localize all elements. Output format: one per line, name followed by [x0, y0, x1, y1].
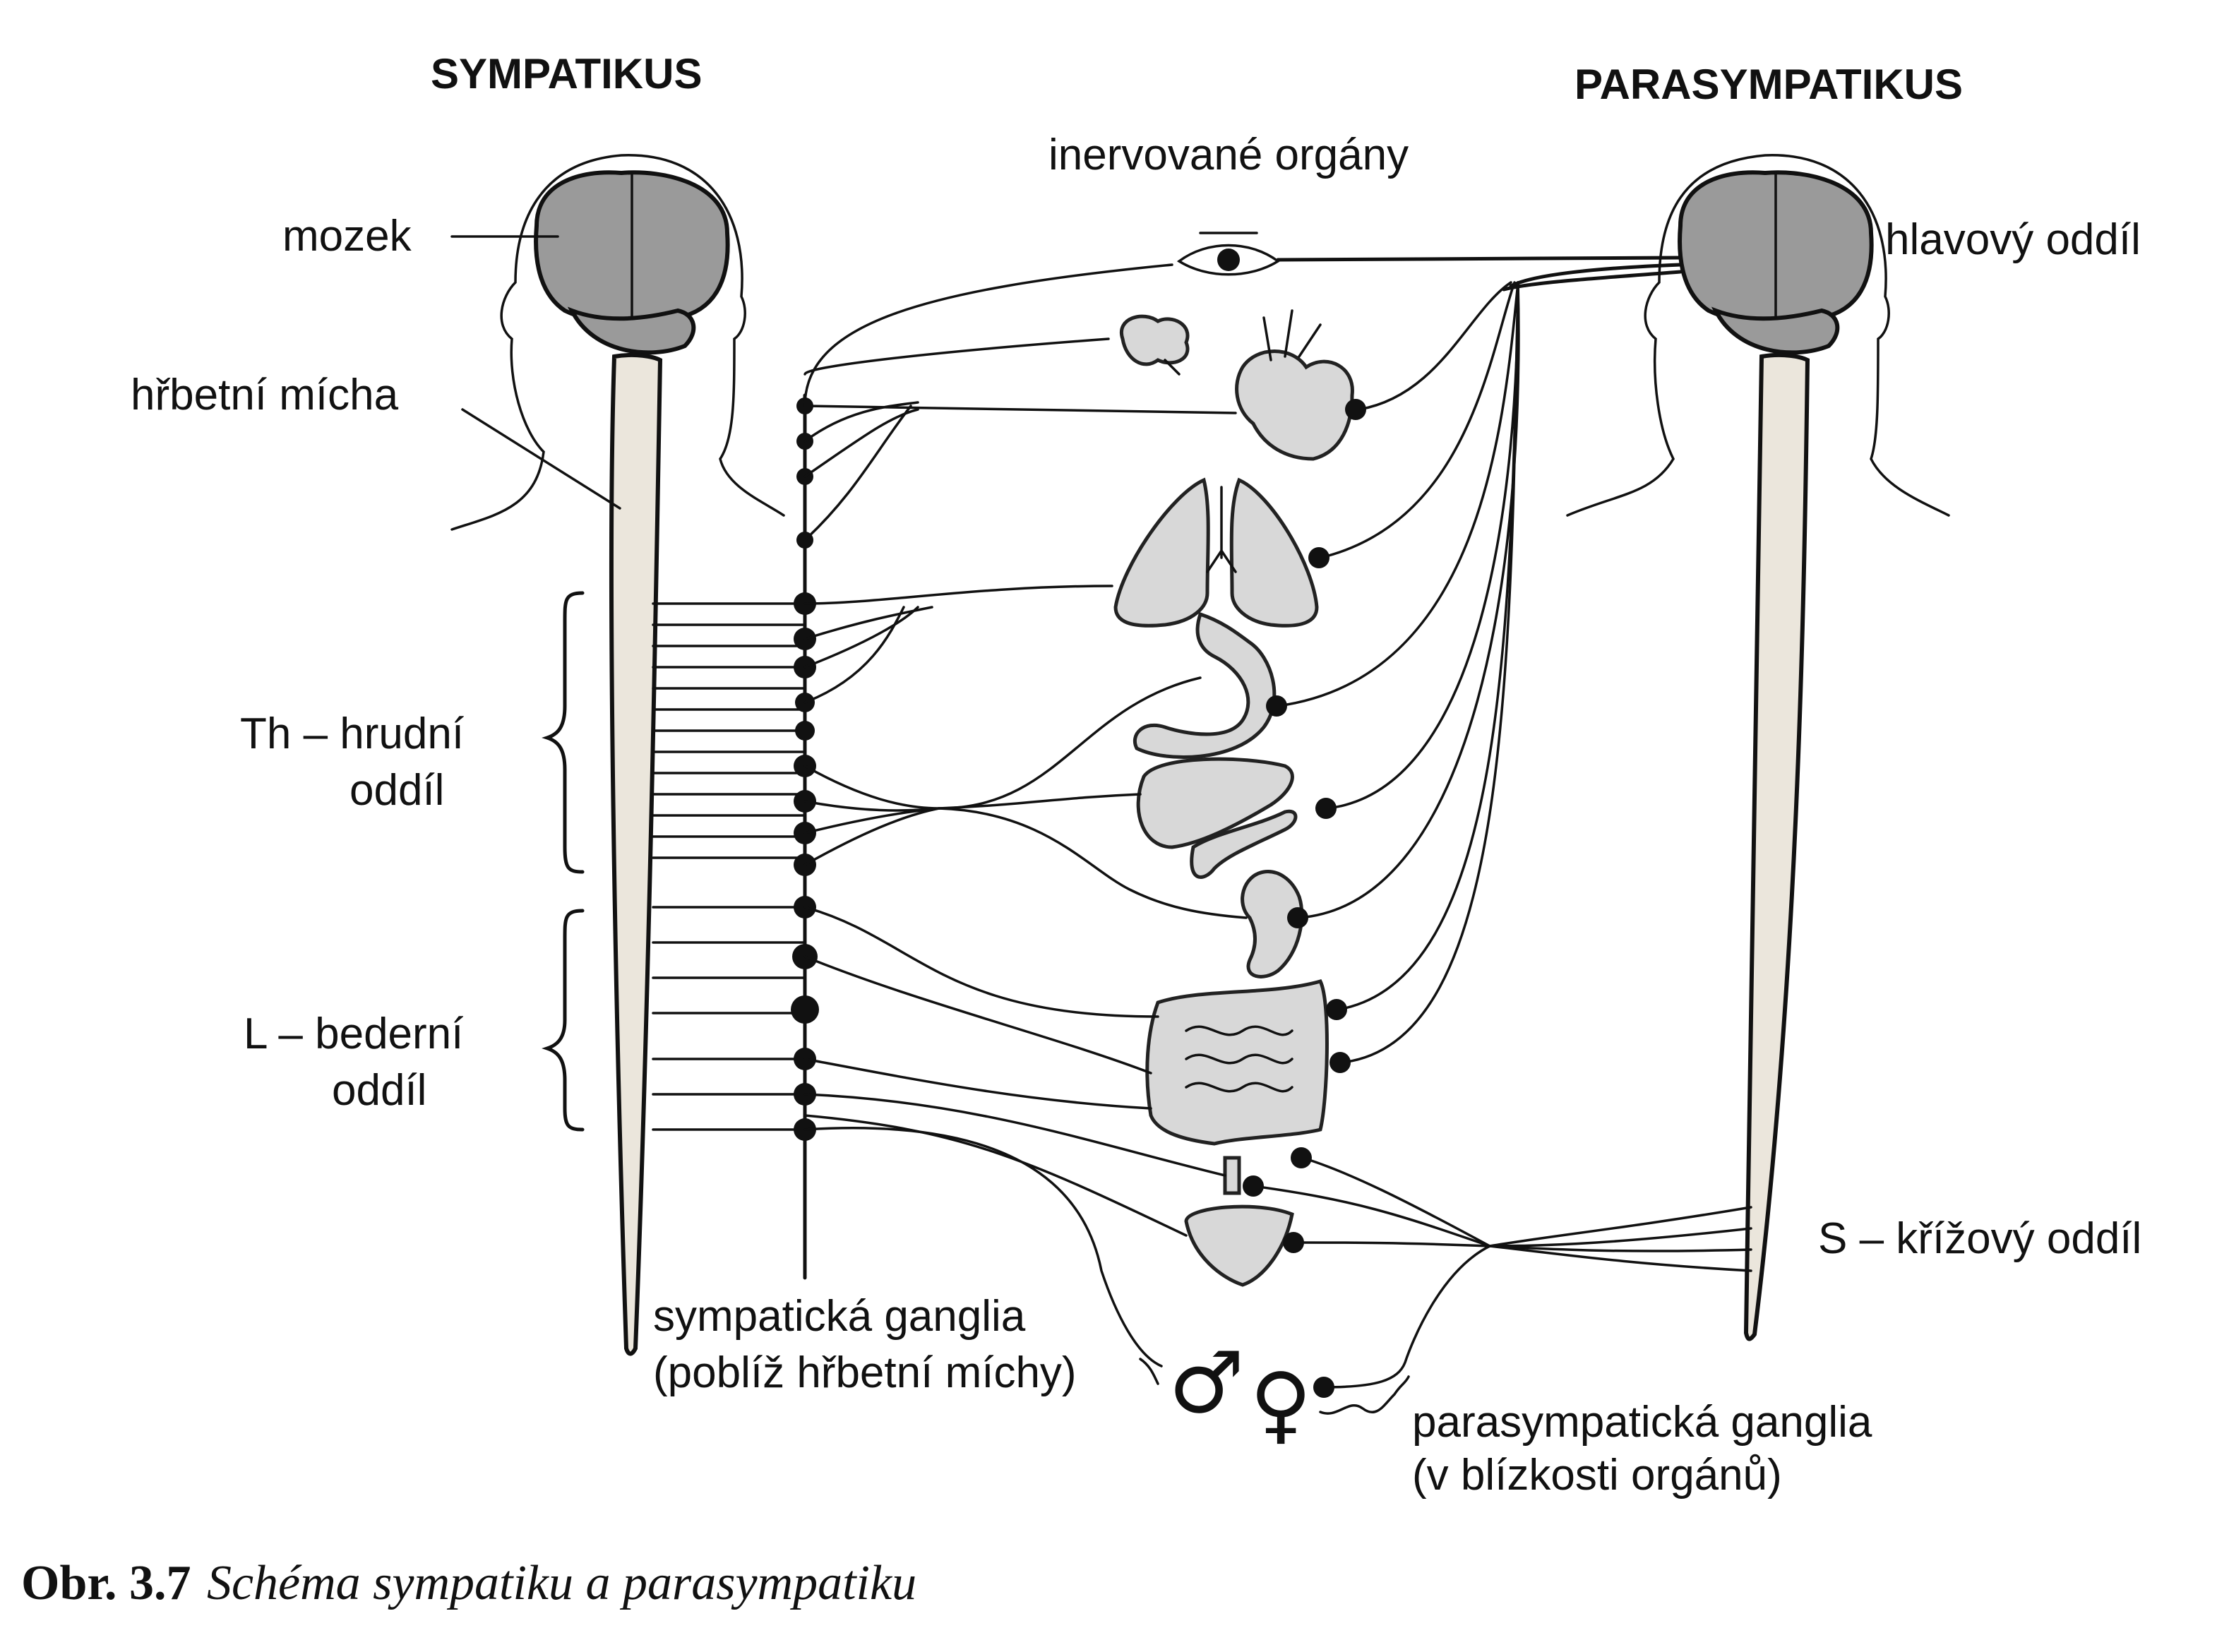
sympathetic-fibers — [803, 263, 1248, 1367]
heart-icon — [1235, 309, 1354, 461]
symp-ganglia-label-2: (poblíž hřbetní míchy) — [653, 1348, 1077, 1397]
eye-icon — [1176, 232, 1281, 276]
right-brain — [1678, 170, 1874, 355]
parasymp-ganglia-leader — [1319, 1375, 1410, 1415]
organs-label: inervované orgány — [1048, 131, 1409, 179]
stomach-icon — [1133, 611, 1277, 759]
bladder-icon — [1184, 1156, 1294, 1287]
right-body-outline — [1566, 154, 1950, 517]
lumbar-label: L – bederní — [244, 1010, 463, 1058]
symp-ganglia-bracket — [1139, 1358, 1159, 1385]
brain-label: mozek — [282, 212, 412, 261]
cranial-label: hlavový oddíl — [1885, 215, 2141, 264]
parasympathetic-heading: PARASYMPATIKUS — [1574, 61, 1963, 108]
lumbar-bracket — [542, 909, 585, 1132]
parasymp-ganglia-label-2: (v blízkosti orgánů) — [1412, 1451, 1782, 1500]
left-spinal-cord — [609, 352, 663, 1356]
sacral-nerves — [1252, 1156, 1752, 1389]
caption-text: Schéma sympatiku a parasympatiku — [207, 1556, 916, 1610]
lungs-icon — [1113, 477, 1319, 628]
symp-ganglia-label: sympatická ganglia — [653, 1292, 1026, 1341]
liver-icon — [1136, 757, 1298, 879]
right-spinal-cord — [1743, 352, 1810, 1341]
male-symbol: ♂ — [1169, 1334, 1245, 1432]
spinal-nerves — [652, 602, 806, 1131]
left-body-outline — [450, 154, 785, 531]
thoracic-bracket — [542, 591, 585, 874]
kidney-icon — [1241, 870, 1304, 978]
thoracic-label: Th – hrudní — [240, 710, 464, 758]
left-brain — [534, 170, 730, 355]
gland-icon — [1119, 314, 1190, 376]
spinal-cord-label: hřbetní mícha — [131, 371, 399, 419]
lumbar-label-2: oddíl — [332, 1066, 426, 1115]
caption-number: Obr. 3.7 — [21, 1556, 191, 1610]
intestine-icon — [1145, 979, 1329, 1146]
sacral-label: S – křížový oddíl — [1818, 1214, 2141, 1263]
female-symbol: ♀ — [1250, 1355, 1312, 1454]
sympathetic-heading: SYMPATIKUS — [431, 50, 702, 97]
cranial-nerves — [1276, 256, 1683, 1064]
thoracic-label-2: oddíl — [349, 766, 444, 815]
parasympathetic-ganglia — [1243, 399, 1366, 1398]
figure-caption: Obr. 3.7 Schéma sympatiku a parasympatik… — [21, 1556, 916, 1610]
spinal-cord-leader — [461, 408, 621, 510]
parasymp-ganglia-label: parasympatická ganglia — [1412, 1398, 1872, 1447]
